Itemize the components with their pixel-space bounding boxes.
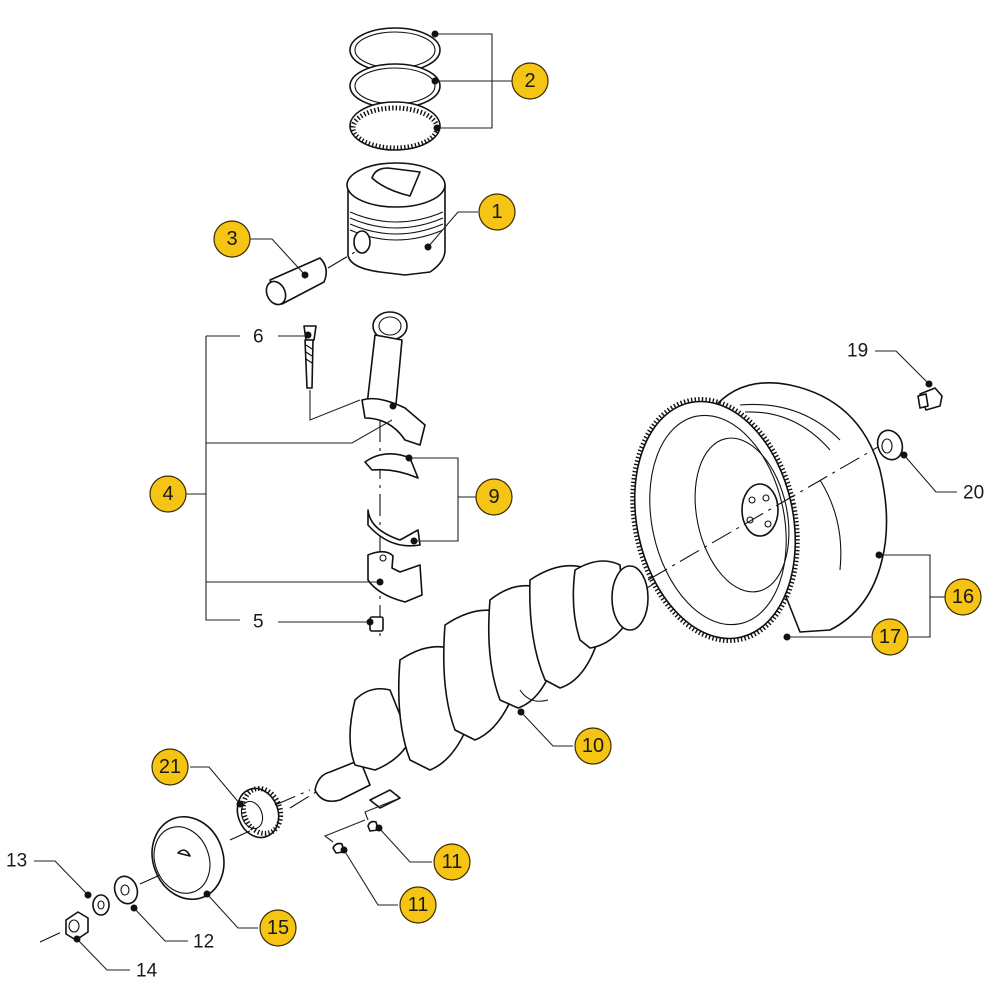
timing-gear[interactable] [231,783,287,844]
lock-washer[interactable] [92,894,110,916]
label-13[interactable]: 13 [6,851,27,872]
callout-21[interactable]: 21 [151,748,189,786]
callout-3[interactable]: 3 [213,220,251,258]
callout-4[interactable]: 4 [149,475,187,513]
label-19[interactable]: 19 [847,341,868,362]
callout-4-label: 4 [162,483,173,505]
callout-11-lower-label: 11 [408,894,429,916]
callout-1[interactable]: 1 [478,193,516,231]
callout-17-label: 17 [879,626,901,648]
callout-3-label: 3 [226,228,237,250]
piston[interactable] [346,162,446,276]
callout-10-label: 10 [582,735,604,757]
leader-lines [34,30,957,971]
label-12[interactable]: 12 [193,932,214,953]
callout-15[interactable]: 15 [259,909,297,947]
gear-axis [274,789,311,806]
callout-11-upper-label: 11 [442,851,463,873]
conrod-cap[interactable] [367,550,423,603]
key-leader-upper [364,799,396,821]
callout-11-upper[interactable]: 11 [433,843,471,881]
callout-21-label: 21 [159,756,181,778]
washer-axis [139,874,161,885]
callout-2-label: 2 [524,70,535,92]
callout-15-label: 15 [267,917,289,939]
label-5[interactable]: 5 [253,612,264,633]
callout-16[interactable]: 16 [944,578,982,616]
connecting-rod[interactable] [361,311,426,640]
callout-11-lower[interactable]: 11 [399,886,437,924]
callout-1-label: 1 [491,201,502,223]
label-20[interactable]: 20 [963,483,984,504]
piston-pin[interactable] [263,251,356,308]
callout-17[interactable]: 17 [871,618,909,656]
callout-10[interactable]: 10 [574,727,612,765]
pulley-nut[interactable] [65,911,89,941]
conrod-bolt[interactable] [303,325,361,421]
piston-rings[interactable] [349,27,441,151]
nut-axis [39,929,67,943]
label-6[interactable]: 6 [253,327,264,348]
washer[interactable] [111,873,141,907]
callout-9[interactable]: 9 [475,478,513,516]
flywheel[interactable] [611,382,888,656]
pilot-bearing[interactable] [874,427,907,463]
label-14[interactable]: 14 [136,961,158,982]
key-leader-lower [323,819,366,843]
flywheel-bolt[interactable] [917,387,943,411]
pulley-axis [229,829,253,841]
bearing-shells[interactable] [364,453,421,547]
callout-9-label: 9 [488,486,499,508]
crankshaft[interactable] [289,560,661,809]
flywheel-axis [647,439,891,581]
crankshaft-pulley[interactable] [141,807,236,910]
callout-2[interactable]: 2 [511,62,549,100]
callout-16-label: 16 [952,586,974,608]
